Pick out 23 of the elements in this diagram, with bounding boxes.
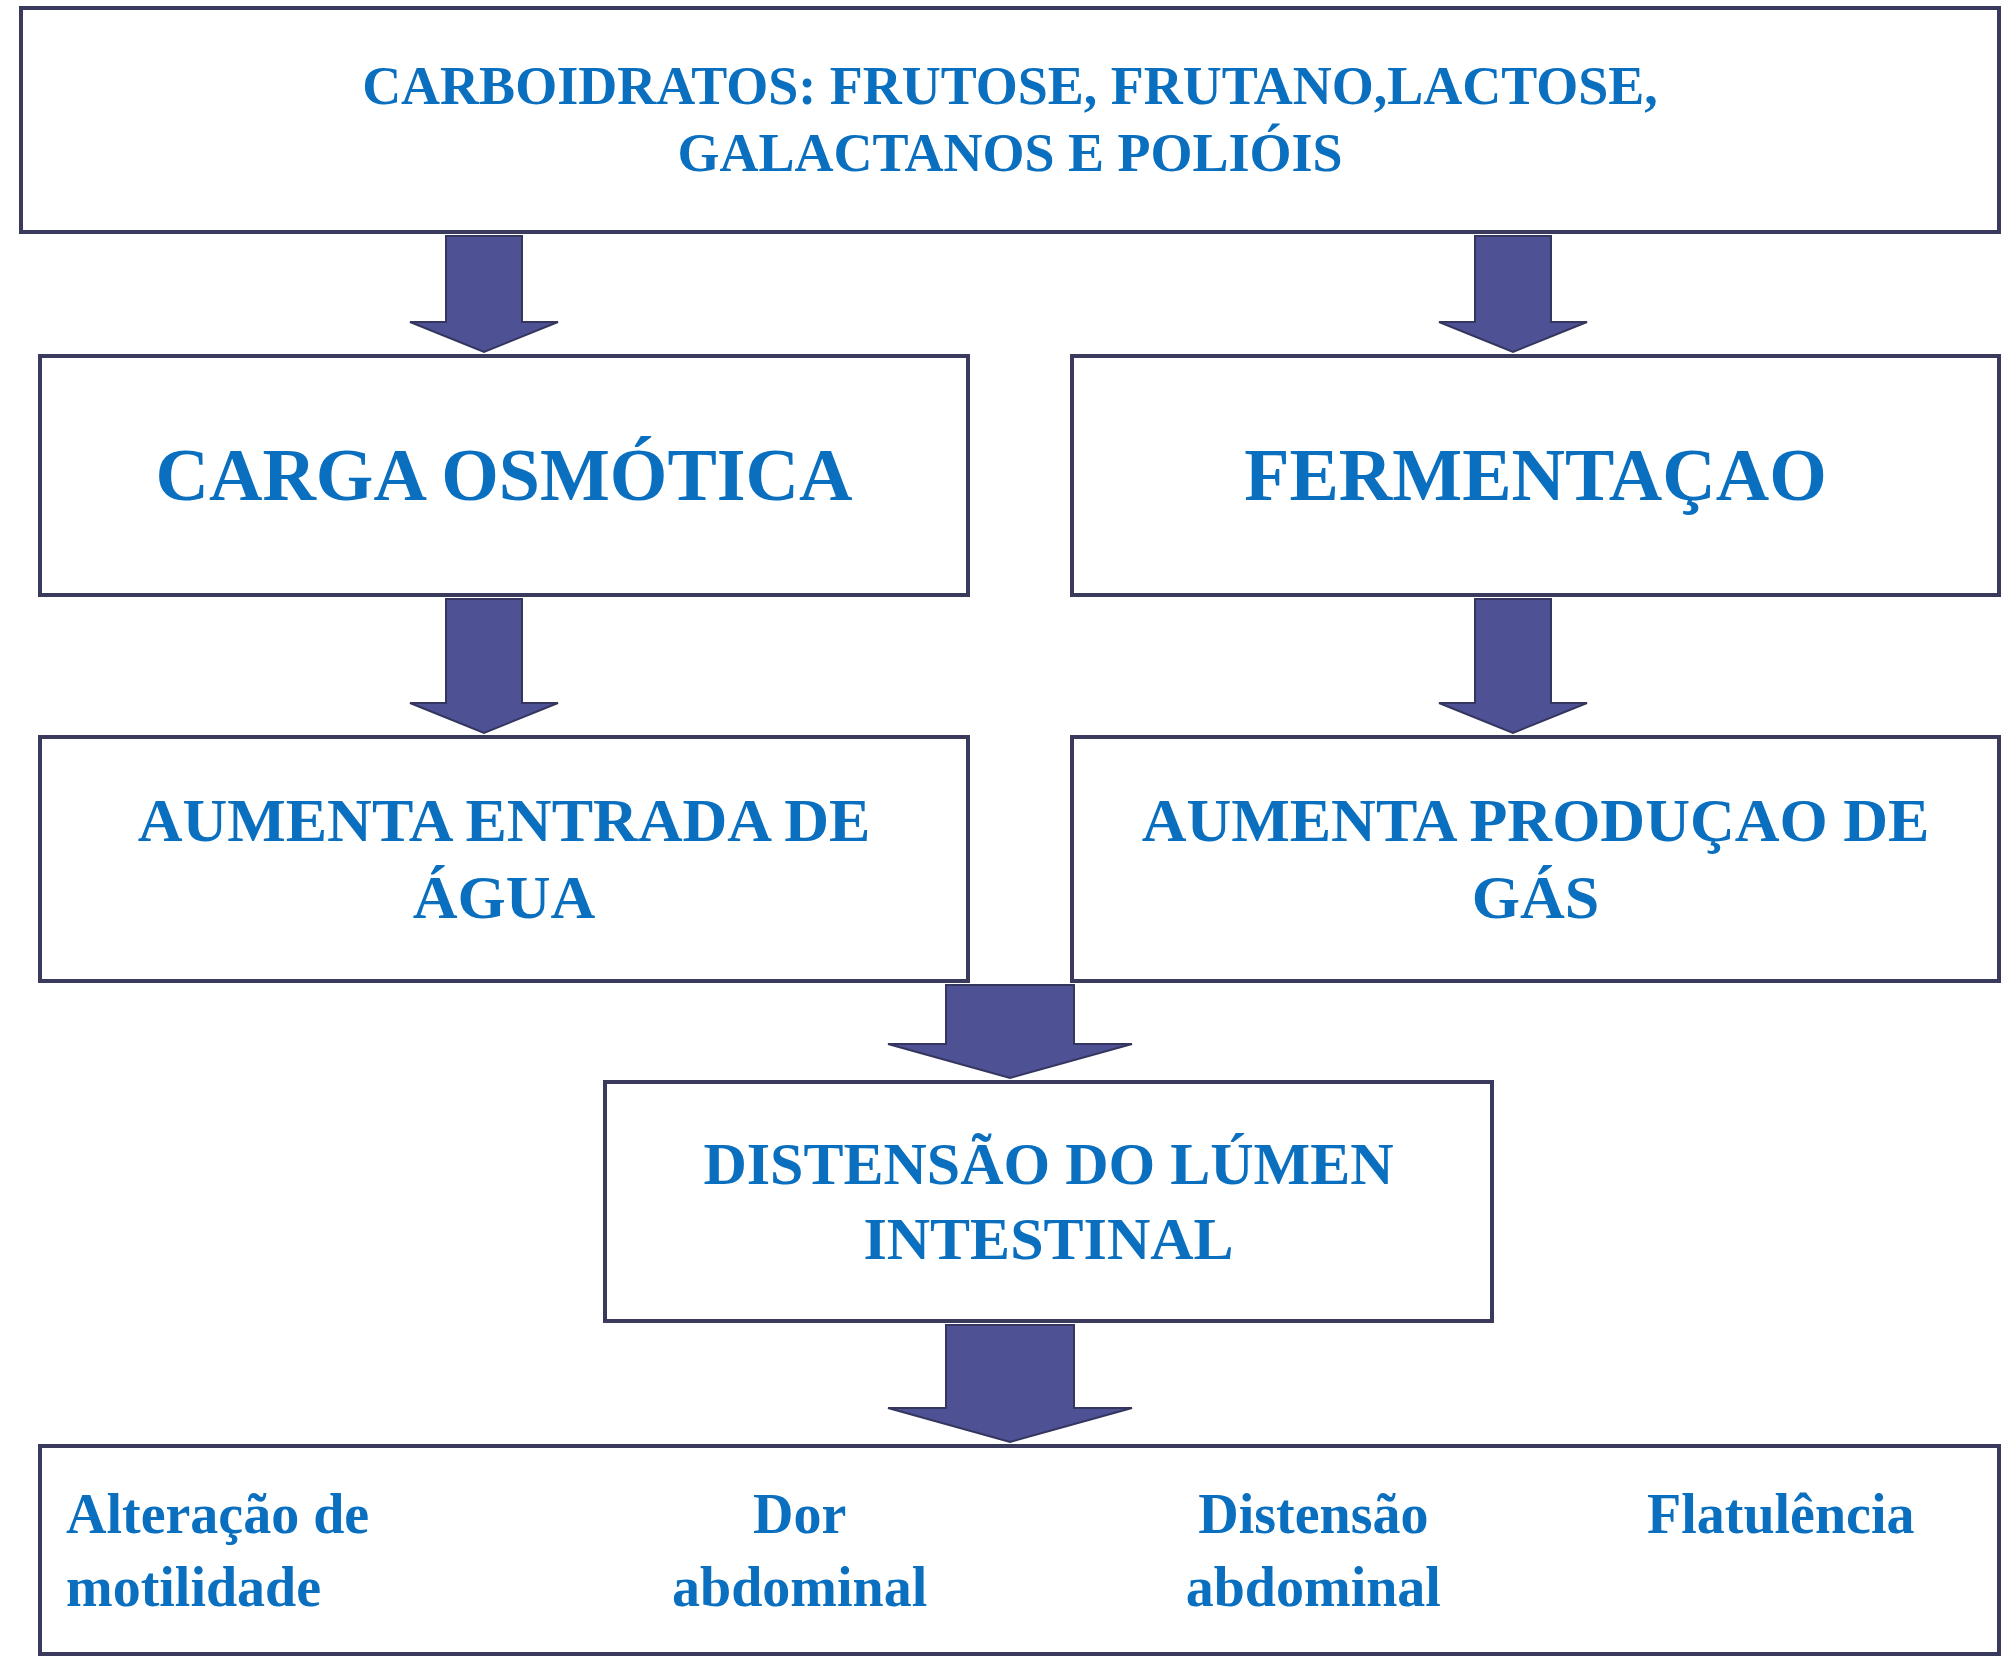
process-box <box>38 354 970 597</box>
block-arrow <box>887 984 1133 1080</box>
process-box <box>603 1080 1494 1323</box>
block-arrow <box>409 598 559 735</box>
symptom-text: Flatulência <box>1646 1482 1916 1547</box>
block-arrow <box>409 235 559 354</box>
block-arrow <box>1438 598 1588 735</box>
process-box <box>1070 735 2001 983</box>
block-arrow <box>887 1324 1133 1444</box>
block-arrow <box>1438 235 1588 354</box>
box-title: AUMENTA ENTRADA DE ÁGUA <box>136 784 872 933</box>
box-title: FERMENTAÇAO <box>1244 433 1827 519</box>
process-box <box>1070 354 2001 597</box>
box-title: DISTENSÃO DO LÚMEN INTESTINAL <box>702 1129 1395 1274</box>
symptom-text: Dor abdominal <box>671 1482 929 1620</box>
symptoms-box <box>38 1444 2001 1656</box>
box-title: CARGA OSMÓTICA <box>155 433 853 519</box>
symptom-text: Alteração de motilidade <box>66 1482 371 1620</box>
box-title: CARBOIDRATOS: FRUTOSE, FRUTANO,LACTOSE, GALACTANOS E POLIÓIS <box>361 54 1659 185</box>
process-box <box>19 6 2001 234</box>
process-box <box>38 735 970 983</box>
symptom-text: Distensão abdominal <box>1184 1482 1442 1620</box>
box-title: AUMENTA PRODUÇAO DE GÁS <box>1140 784 1931 933</box>
